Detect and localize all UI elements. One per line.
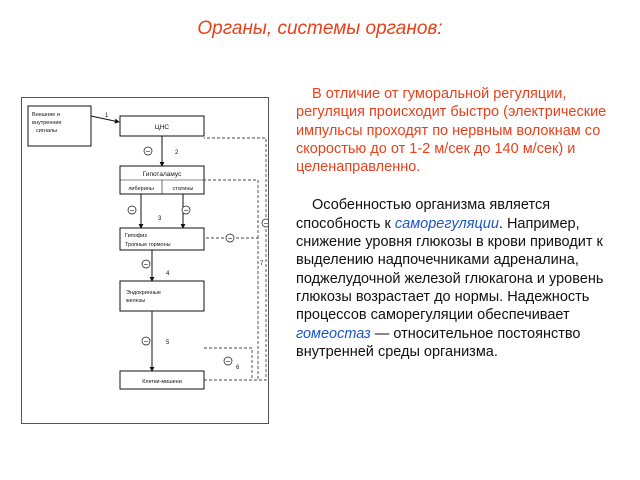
- svg-text:−: −: [184, 206, 189, 215]
- step-number-6: 6: [236, 365, 240, 371]
- svg-text:−: −: [146, 147, 151, 156]
- step-number-5: 5: [166, 340, 170, 346]
- term-homeostasis: гомеостаз: [296, 325, 371, 342]
- endocrine-label-2: железы: [126, 298, 145, 304]
- minus-sign-feedback-top: [261, 218, 268, 228]
- arrow-1: [90, 115, 120, 124]
- svg-text:−: −: [226, 357, 231, 366]
- external-signals-line3: сигналы: [36, 128, 57, 134]
- slide-title: Органы, системы органов:: [197, 18, 443, 39]
- minus-sign-feedback-low: [223, 356, 233, 366]
- para2-text-b: . Например, снижение уровня глюкозы в кр…: [296, 215, 604, 324]
- minus-sign-feedback-mid: [225, 233, 235, 243]
- external-signals-line2: внутренние: [32, 120, 62, 126]
- step-number-3: 3: [158, 216, 162, 222]
- feedback-loop-outer: [204, 137, 267, 381]
- term-self-regulation: саморегуляции: [394, 215, 499, 232]
- liberins-label: либерины: [128, 186, 154, 192]
- svg-text:−: −: [228, 234, 233, 243]
- box-endocrine-glands: [119, 280, 205, 312]
- feedback-loop-hypo: [204, 179, 259, 238]
- paragraph-self-regulation: Особенностью организма является способно…: [296, 196, 612, 361]
- pituitary-label: Гипофиз: [125, 233, 147, 239]
- text-column: В отличие от гуморальной регуляции, регу…: [296, 85, 612, 361]
- statins-label: статины: [173, 186, 194, 192]
- box-pituitary: [119, 227, 205, 251]
- hypothalamus-label: Гипоталамус: [143, 171, 182, 178]
- step-number-4: 4: [166, 271, 170, 277]
- endocrine-label-1: Эндокринные: [126, 290, 161, 296]
- svg-text:−: −: [130, 206, 135, 215]
- diagram-svg: Внешние и внутренние сигналы 1 ЦНС − 2 Г…: [27, 105, 268, 390]
- regulation-diagram: Внешние и внутренние сигналы 1 ЦНС − 2 Г…: [21, 97, 269, 424]
- tropic-hormones-label: Тропные гормоны: [125, 242, 171, 248]
- svg-text:−: −: [264, 219, 268, 228]
- para2-text-c: — относительное постоянство внутренней с…: [296, 325, 581, 360]
- box-external-signals: [27, 105, 92, 147]
- external-signals-line1: Внешние и: [32, 112, 60, 118]
- step-number-2: 2: [175, 150, 179, 156]
- minus-sign-5: [141, 336, 151, 346]
- paragraph-neural-regulation: В отличие от гуморальной регуляции, регу…: [296, 86, 607, 176]
- svg-text:−: −: [144, 337, 149, 346]
- minus-sign-3b: [181, 205, 191, 215]
- svg-text:−: −: [144, 260, 149, 269]
- step-number-7: 7: [260, 261, 264, 267]
- minus-sign-3a: [127, 205, 137, 215]
- target-cells-label: Клетки-мишени: [142, 379, 182, 385]
- minus-sign-4: [141, 259, 151, 269]
- cns-label: ЦНС: [155, 124, 170, 131]
- minus-sign-2: [143, 146, 153, 156]
- para2-text-a: Особенностью организма является способно…: [296, 197, 551, 232]
- step-number-1: 1: [105, 113, 109, 119]
